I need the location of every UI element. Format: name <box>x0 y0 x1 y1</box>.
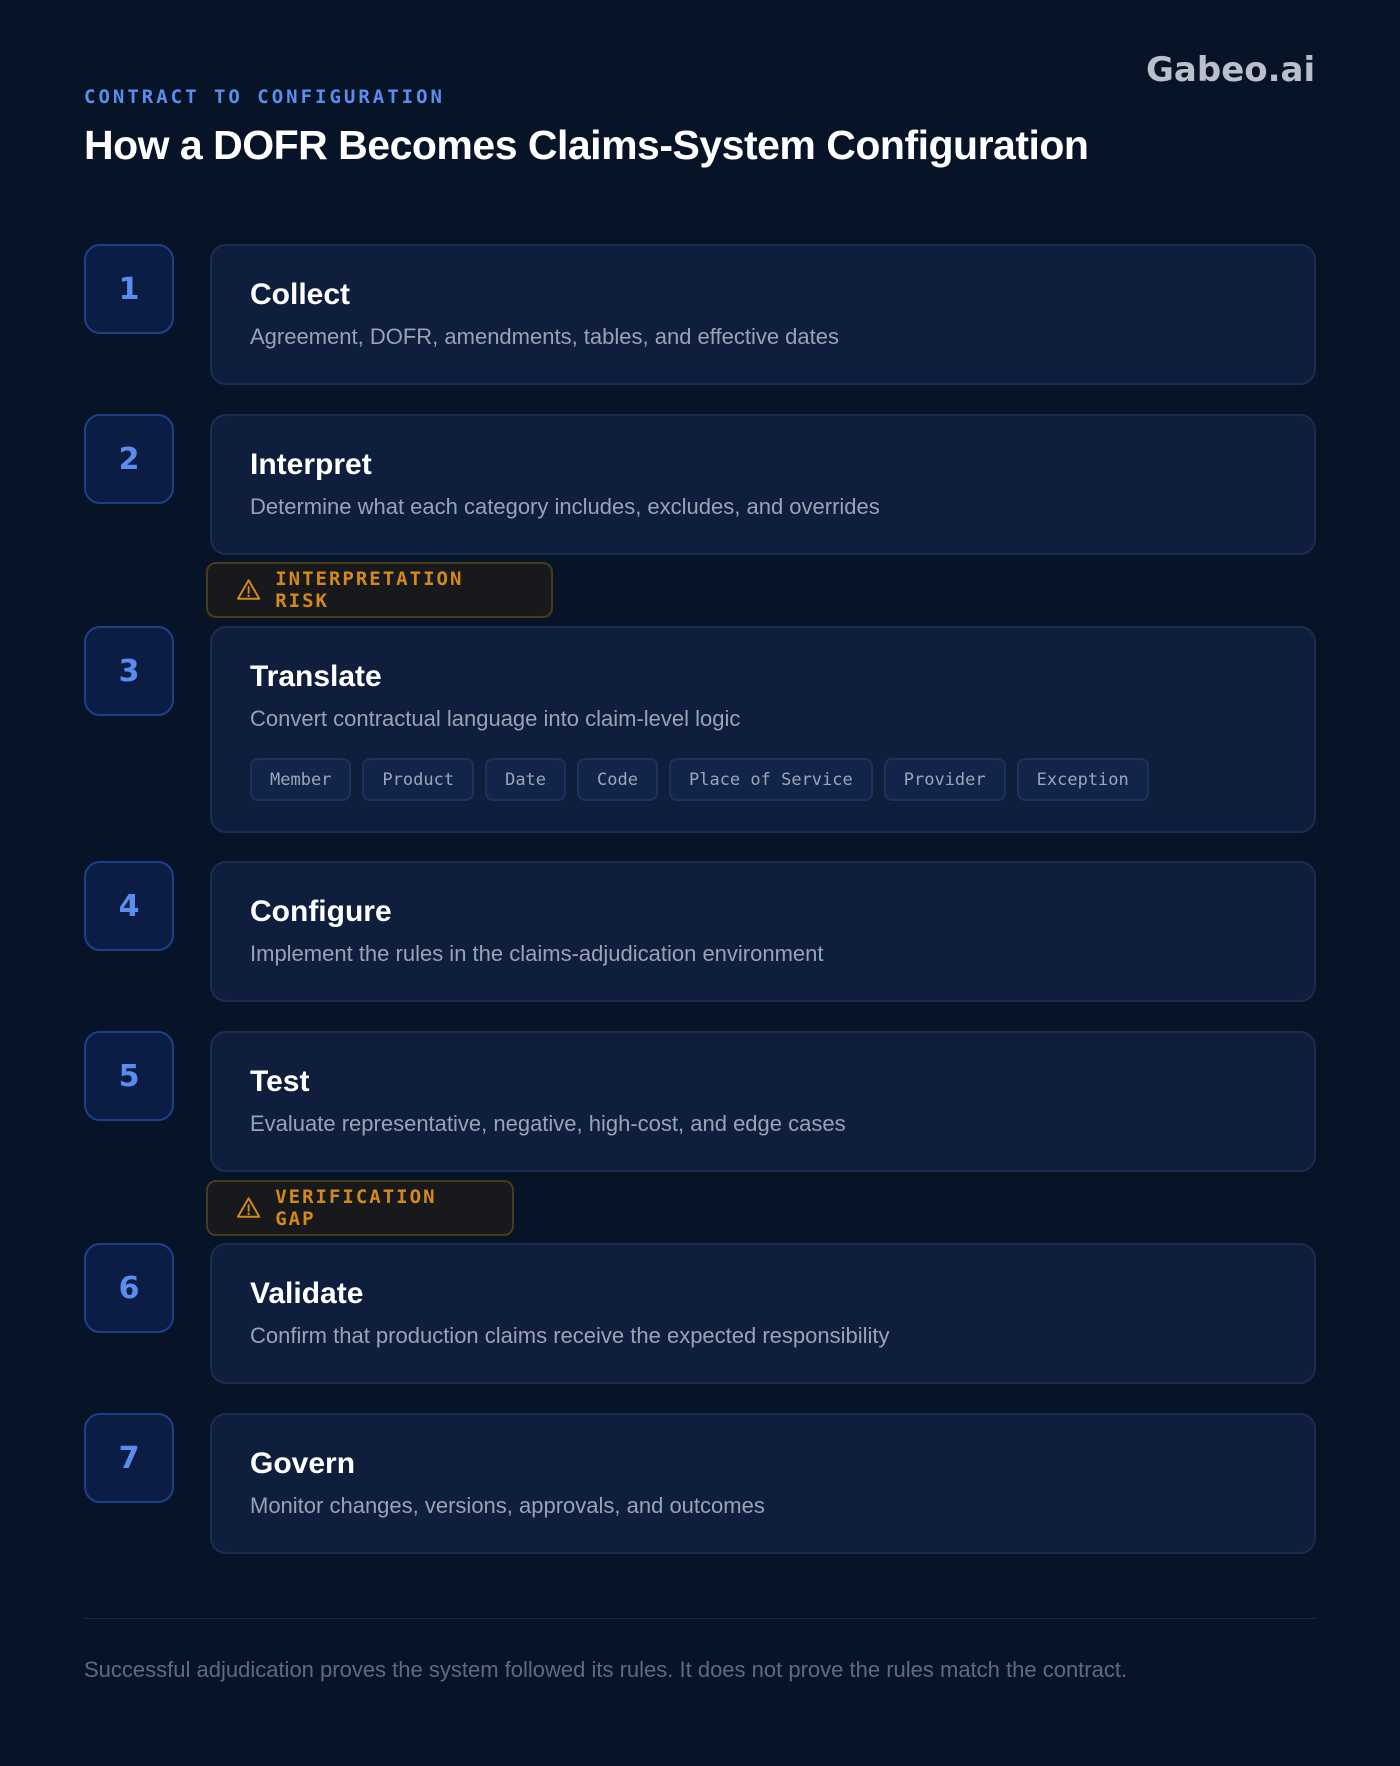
tag-product: Product <box>362 758 475 801</box>
verification-gap-badge: VERIFICATION GAP <box>206 1180 514 1236</box>
step-description: Evaluate representative, negative, high-… <box>250 1111 846 1136</box>
logic-tags: Member Product Date Code Place of Servic… <box>250 758 1276 801</box>
step-card-interpret: Interpret Determine what each category i… <box>210 414 1316 555</box>
gabeo-logo: Gabeo.ai <box>1146 50 1316 90</box>
step-card-govern: Govern Monitor changes, versions, approv… <box>210 1413 1316 1554</box>
step-card-test: Test Evaluate representative, negative, … <box>210 1031 1316 1172</box>
eyebrow-label: CONTRACT TO CONFIGURATION <box>84 86 445 108</box>
step-card-validate: Validate Confirm that production claims … <box>210 1243 1316 1384</box>
tag-exception: Exception <box>1016 758 1149 801</box>
step-title: Configure <box>250 895 392 928</box>
page-title: How a DOFR Becomes Claims-System Configu… <box>84 122 1089 168</box>
step-description: Monitor changes, versions, approvals, an… <box>250 1493 765 1518</box>
step-title: Interpret <box>250 448 372 481</box>
footer-note: Successful adjudication proves the syste… <box>84 1657 1128 1682</box>
step-number-2: 2 <box>84 414 174 504</box>
step-number-5: 5 <box>84 1031 174 1121</box>
step-description: Agreement, DOFR, amendments, tables, and… <box>250 324 840 349</box>
tag-date: Date <box>485 758 567 801</box>
step-title: Govern <box>250 1447 356 1480</box>
risk-label: INTERPRETATION RISK <box>275 568 464 612</box>
step-title: Validate <box>250 1277 364 1310</box>
interpretation-risk-badge: INTERPRETATION RISK <box>206 562 553 618</box>
step-title: Collect <box>250 278 351 311</box>
step-number-3: 3 <box>84 626 174 716</box>
step-number-4: 4 <box>84 861 174 951</box>
step-card-translate: Translate Convert contractual language i… <box>210 626 1316 833</box>
warning-icon <box>236 579 261 600</box>
step-title: Translate <box>250 660 382 693</box>
risk-label: VERIFICATION GAP <box>275 1186 437 1230</box>
tag-member: Member <box>250 758 352 801</box>
step-card-configure: Configure Implement the rules in the cla… <box>210 861 1316 1002</box>
tag-code: Code <box>577 758 658 801</box>
step-card-collect: Collect Agreement, DOFR, amendments, tab… <box>210 244 1316 385</box>
step-number-7: 7 <box>84 1413 174 1503</box>
tag-provider: Provider <box>883 758 1006 801</box>
step-title: Test <box>250 1065 310 1098</box>
step-description: Convert contractual language into claim-… <box>250 706 741 731</box>
step-number-1: 1 <box>84 244 174 334</box>
step-description: Determine what each category includes, e… <box>250 494 880 519</box>
tag-place-of-service: Place of Service <box>668 758 873 801</box>
warning-icon <box>236 1197 261 1218</box>
step-description: Confirm that production claims receive t… <box>250 1323 890 1348</box>
step-description: Implement the rules in the claims-adjudi… <box>250 941 824 966</box>
step-number-6: 6 <box>84 1243 174 1333</box>
footer-divider <box>84 1618 1316 1619</box>
